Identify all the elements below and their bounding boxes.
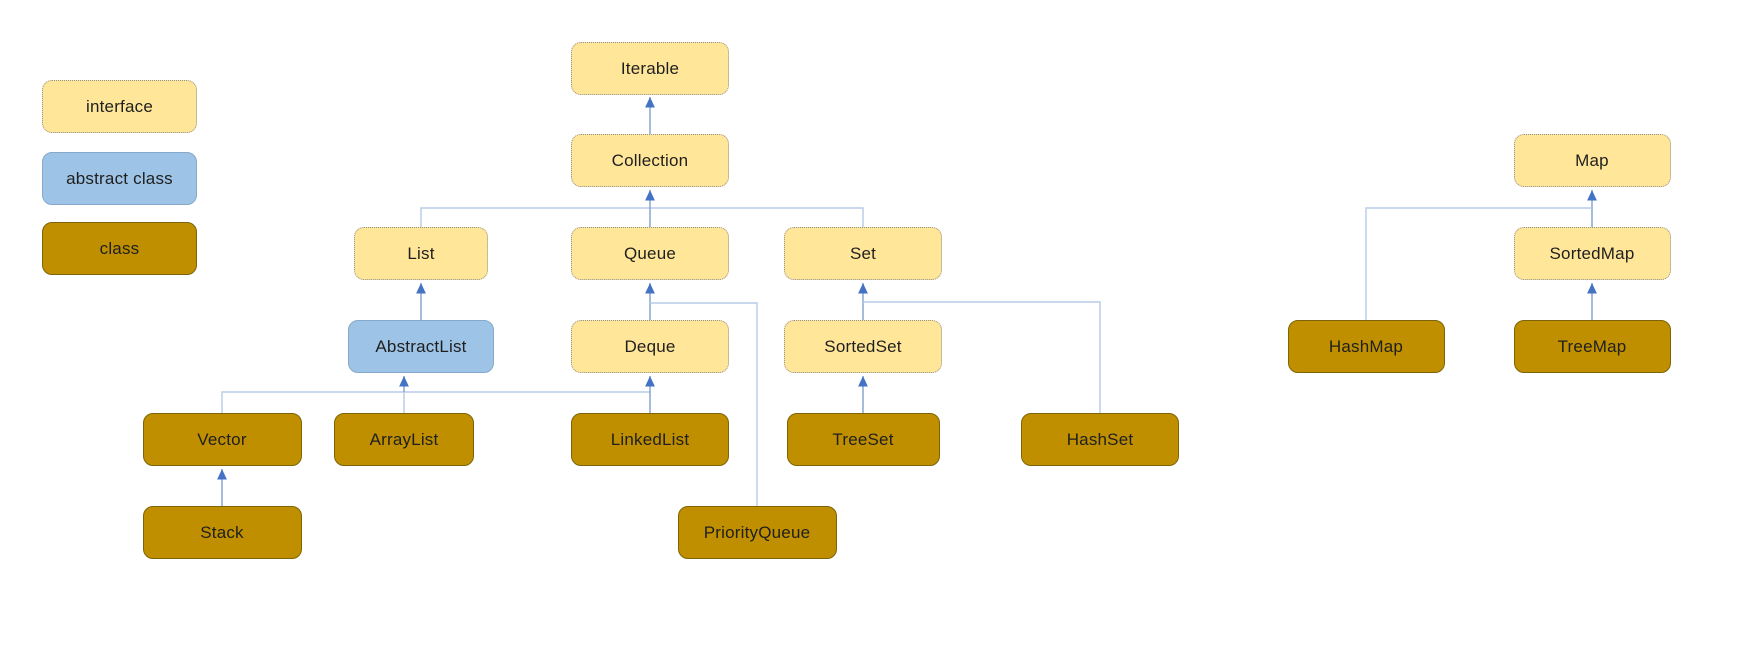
node-stack: Stack: [142, 506, 302, 559]
node-iterable: Iterable: [571, 42, 729, 95]
edge-row3-bus: [420, 207, 864, 227]
edge-row5-bus: [221, 391, 650, 413]
node-sortedmap: SortedMap: [1513, 227, 1671, 280]
node-priorityqueue: PriorityQueue: [677, 506, 837, 559]
node-sortedset: SortedSet: [784, 320, 942, 373]
node-map: Map: [1513, 134, 1671, 187]
node-set: Set: [784, 227, 942, 280]
legend-item-abstract-class: abstract class: [42, 152, 197, 205]
node-vector: Vector: [142, 413, 302, 466]
node-deque: Deque: [571, 320, 729, 373]
node-arraylist: ArrayList: [334, 413, 474, 466]
node-abstractlist: AbstractList: [348, 320, 494, 373]
node-list: List: [354, 227, 488, 280]
legend-item-class: class: [42, 222, 197, 275]
node-treeset: TreeSet: [786, 413, 940, 466]
node-queue: Queue: [571, 227, 729, 280]
node-treemap: TreeMap: [1513, 320, 1671, 373]
node-hashmap: HashMap: [1287, 320, 1445, 373]
node-hashset: HashSet: [1021, 413, 1179, 466]
legend-item-interface: interface: [42, 80, 197, 133]
node-linkedlist: LinkedList: [571, 413, 729, 466]
node-collection: Collection: [571, 134, 729, 187]
